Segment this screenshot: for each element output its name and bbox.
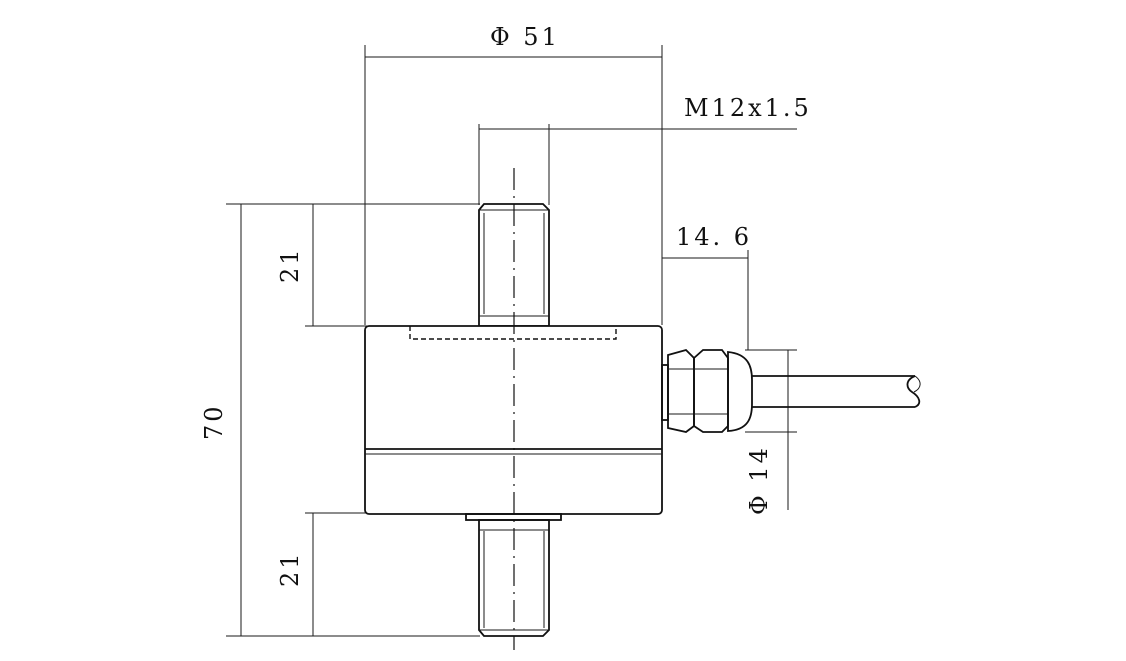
outer-diameter-dimension: Φ 51	[364, 23, 663, 325]
cable	[752, 375, 921, 408]
total-height-dimension: 70	[200, 203, 480, 637]
top-stud-length-label: 21	[276, 246, 304, 283]
thread-label: M12x1.5	[684, 94, 812, 122]
total-height-label: 70	[200, 403, 228, 440]
bottom-stud-length-label: 21	[276, 550, 304, 587]
top-stud-length-dimension: 21	[276, 204, 367, 327]
gland-offset-dimension: 14. 6	[662, 223, 752, 350]
bottom-threaded-stud	[478, 519, 550, 637]
cable-diameter-label: Φ 14	[745, 445, 773, 515]
gland-offset-label: 14. 6	[676, 223, 752, 251]
outer-diameter-label: Φ 51	[490, 23, 560, 51]
bottom-stud-length-dimension: 21	[276, 512, 367, 636]
cable-diameter-dimension: Φ 14	[745, 349, 797, 515]
cable-gland	[661, 348, 753, 433]
thread-dimension: M12x1.5	[478, 94, 812, 205]
